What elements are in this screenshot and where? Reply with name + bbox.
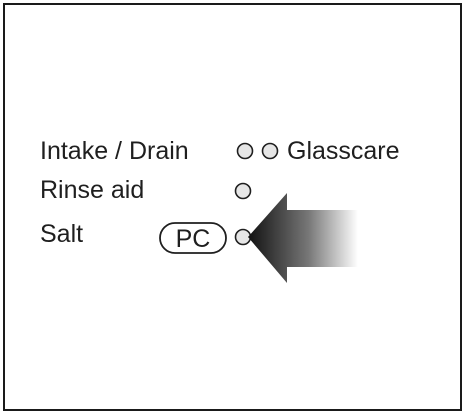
intake-drain-indicator — [236, 142, 254, 160]
pc-badge: PC — [159, 222, 227, 254]
label-glasscare: Glasscare — [287, 137, 400, 165]
rinse-aid-indicator — [234, 182, 252, 200]
panel-frame — [3, 3, 462, 411]
pc-badge-outline — [159, 222, 227, 254]
label-salt: Salt — [40, 220, 84, 248]
glasscare-indicator — [261, 142, 279, 160]
label-intake-drain: Intake / Drain — [40, 137, 189, 165]
pointer-arrow-icon — [248, 193, 358, 283]
pc-badge-label: PC — [176, 225, 211, 253]
label-rinse-aid: Rinse aid — [40, 176, 145, 204]
